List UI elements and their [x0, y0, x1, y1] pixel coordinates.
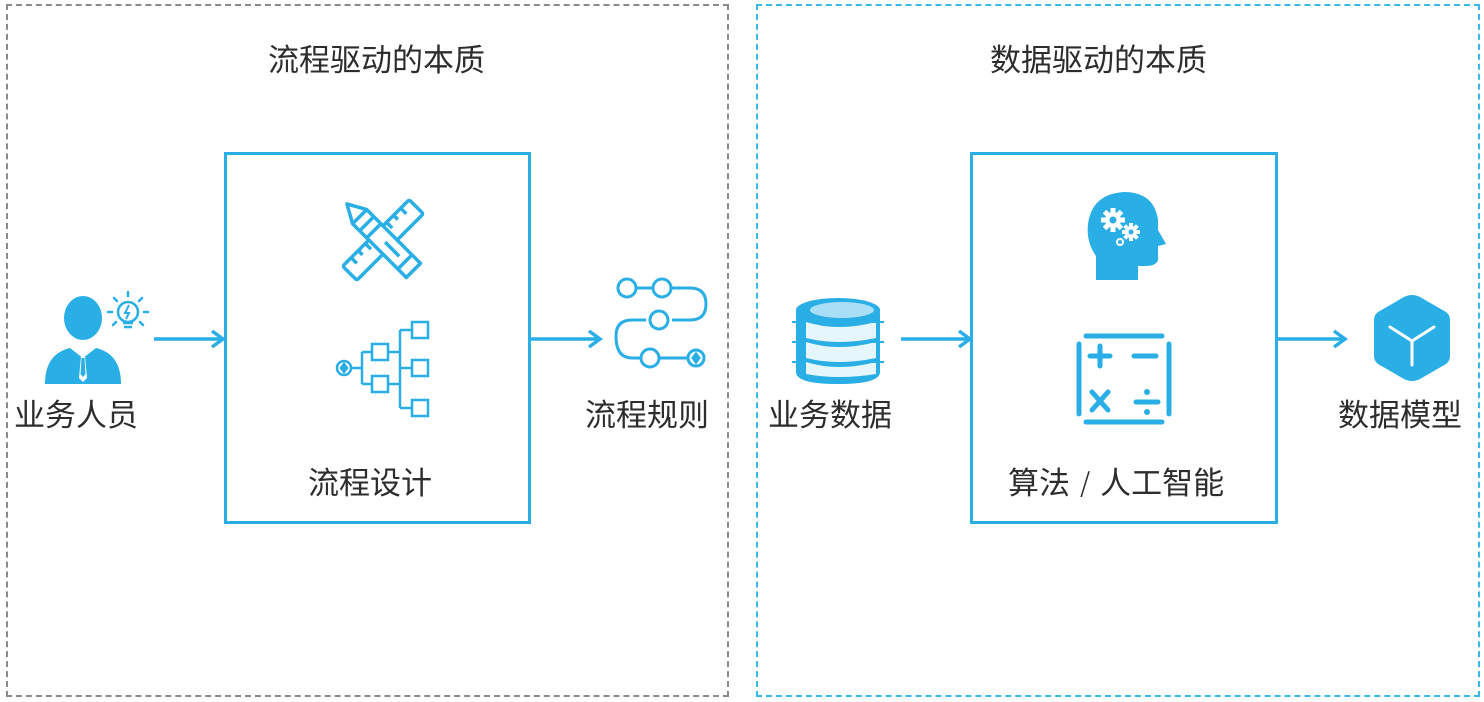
process-driven-panel [6, 4, 729, 697]
data-driven-panel [756, 4, 1480, 697]
data-driven-title: 数据驱动的本质 [990, 43, 1207, 79]
arrow-icon [901, 329, 973, 349]
business-data-label: 业务数据 [768, 398, 892, 434]
algorithm-ai-label: 算法 / 人工智能 [1008, 466, 1225, 502]
cube-icon [1374, 295, 1450, 381]
arrow-icon [154, 329, 226, 349]
businessman-idea-icon [45, 290, 150, 384]
process-driven-title: 流程驱动的本质 [268, 43, 485, 79]
process-design-box [224, 152, 531, 524]
head-gears-icon [1087, 192, 1166, 280]
business-staff-label: 业务人员 [14, 398, 138, 434]
process-path-icon [614, 277, 708, 369]
calculator-icon [1076, 333, 1172, 425]
data-model-label: 数据模型 [1338, 398, 1462, 434]
org-tree-icon [335, 320, 430, 418]
pencil-ruler-icon [341, 198, 425, 282]
process-rules-label: 流程规则 [585, 398, 709, 434]
database-icon [792, 298, 884, 384]
arrow-icon [1278, 329, 1348, 349]
process-design-label: 流程设计 [308, 466, 432, 502]
arrow-icon [531, 329, 603, 349]
